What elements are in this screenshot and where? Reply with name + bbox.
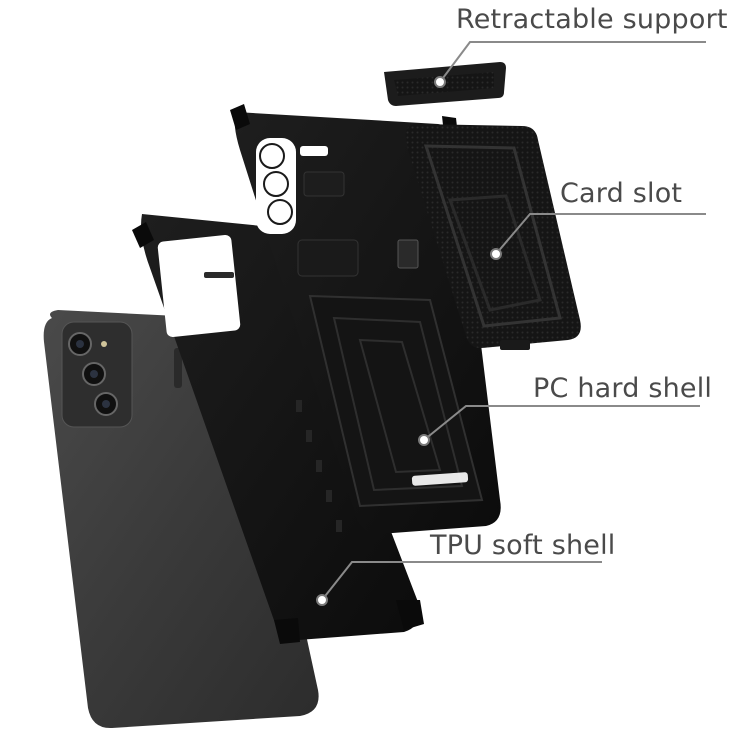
card-slot-part	[405, 124, 581, 350]
label-retractable-support: Retractable support	[456, 4, 728, 35]
leader-lines	[321, 41, 706, 601]
marker-retractable-support	[434, 76, 446, 88]
marker-pc-hard-shell	[418, 434, 430, 446]
label-pc-hard-shell: PC hard shell	[533, 373, 713, 404]
tpu-soft-shell	[132, 214, 424, 644]
label-card-slot: Card slot	[560, 178, 683, 209]
camera-module	[61, 321, 133, 428]
marker-tpu-soft-shell	[316, 594, 328, 606]
label-tpu-soft-shell: TPU soft shell	[430, 530, 616, 561]
marker-card-slot	[490, 248, 502, 260]
